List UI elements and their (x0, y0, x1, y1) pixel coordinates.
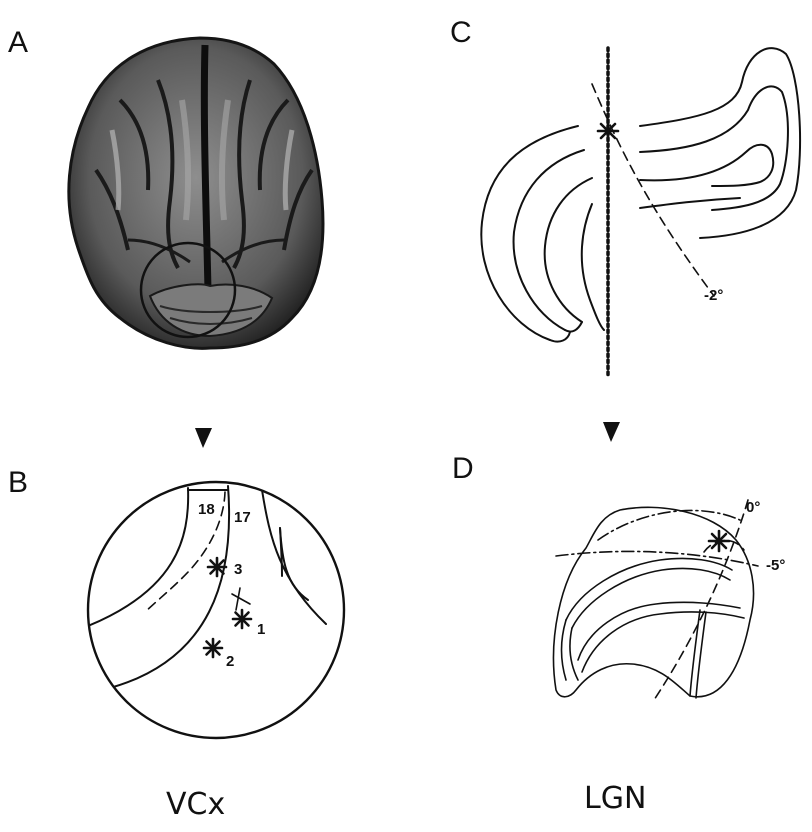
recording-site-label-1: 1 (257, 621, 265, 638)
caption-vcx: VCx (166, 787, 225, 822)
lgn-coronal-diagram (554, 500, 758, 700)
cortex-diagram (88, 482, 344, 738)
lesion-site-marker-d (709, 531, 729, 551)
recording-site-label-3: 3 (234, 561, 242, 578)
area-label-17: 17 (234, 509, 251, 526)
recording-site-marker-3 (208, 558, 226, 576)
lgn-sagittal-diagram (481, 48, 800, 376)
recording-site-marker-2 (204, 639, 222, 657)
arrow-c-to-d (603, 422, 620, 442)
panel-label-b: B (8, 466, 28, 499)
area-label-18: 18 (198, 501, 215, 518)
angle-label-d-top: 0° (746, 499, 760, 516)
recording-site-label-2: 2 (226, 653, 234, 670)
lesion-site-marker-c (598, 121, 618, 141)
arrow-a-to-b (195, 428, 212, 448)
panel-label-a: A (8, 26, 28, 59)
recording-site-marker-1 (233, 610, 251, 628)
panel-label-d: D (452, 452, 474, 485)
panel-label-c: C (450, 16, 472, 49)
caption-lgn: LGN (584, 781, 646, 816)
brain-photo (69, 38, 323, 348)
angle-label-c: -2° (704, 287, 723, 304)
angle-label-d-side: -5° (766, 557, 785, 574)
